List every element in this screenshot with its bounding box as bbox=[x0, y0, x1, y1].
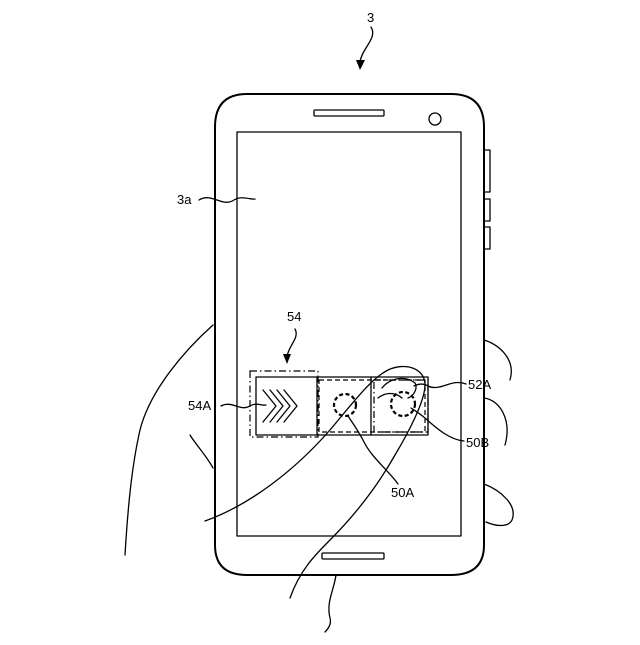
label-guide: 54 bbox=[287, 309, 301, 324]
label-device: 3 bbox=[367, 10, 374, 25]
label-touch-end: 50B bbox=[466, 435, 489, 450]
device-leader-arrow bbox=[360, 27, 373, 62]
thumbnail-line bbox=[378, 394, 402, 399]
touch-start-leader-line bbox=[348, 416, 398, 484]
label-touch-start: 50A bbox=[391, 485, 414, 500]
finger-right-1 bbox=[484, 340, 511, 380]
speaker-slot bbox=[314, 110, 384, 116]
guide-arrow-leader-line bbox=[221, 404, 266, 408]
label-screen: 3a bbox=[177, 192, 192, 207]
finger-right-3 bbox=[484, 484, 513, 526]
guide-leader-arrow bbox=[287, 329, 296, 357]
palm-crease bbox=[190, 435, 213, 468]
thumbnail-outline bbox=[382, 378, 416, 398]
display-screen bbox=[237, 132, 461, 536]
device-arrowhead bbox=[356, 60, 365, 70]
touch-end-leader-line bbox=[411, 408, 464, 441]
home-button-slot bbox=[322, 553, 384, 559]
region-leader-line bbox=[414, 382, 466, 387]
lower-finger-outline bbox=[325, 575, 336, 632]
phone-body bbox=[215, 94, 484, 575]
chevron-arrows-icon bbox=[263, 390, 297, 422]
guide-arrowhead bbox=[283, 354, 291, 364]
slider-strip bbox=[256, 377, 428, 435]
front-camera bbox=[429, 113, 441, 125]
palm-left-edge bbox=[125, 325, 213, 555]
screen-leader-line bbox=[199, 198, 255, 203]
label-guide-arrow: 54A bbox=[188, 398, 211, 413]
label-region: 52A bbox=[468, 377, 491, 392]
